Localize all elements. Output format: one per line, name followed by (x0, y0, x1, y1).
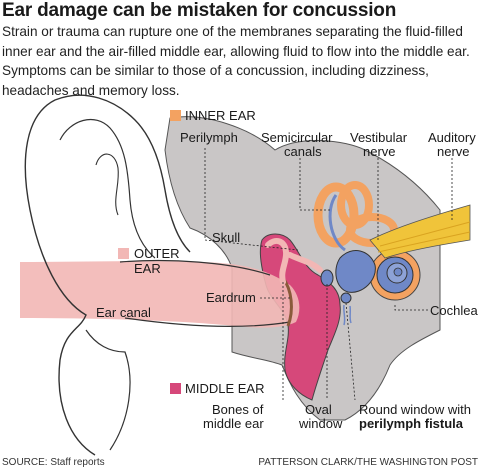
fistula-drips (343, 304, 352, 326)
middle-ear-swatch (170, 383, 181, 394)
inner-canal-blue (328, 194, 346, 252)
outer-ear-swatch (118, 248, 129, 259)
label-auditory-line2: nerve (437, 144, 470, 159)
label-vestibular-line2: nerve (363, 144, 396, 159)
source-note: SOURCE: Staff reports (2, 457, 105, 468)
label-skull: Skull (212, 230, 241, 245)
pinna-inner (59, 118, 156, 259)
label-vestibular-line1: Vestibular (350, 130, 408, 145)
page-title: Ear damage can be mistaken for concussio… (2, 0, 397, 21)
canal-lower-wall (124, 317, 291, 327)
label-perilymph: Perilymph (180, 130, 238, 145)
pinna-helix (95, 153, 119, 216)
label-auditory-line1: Auditory (428, 130, 476, 145)
outer-ear-legend-line2: EAR (134, 261, 161, 276)
pinna-outline (24, 94, 191, 456)
oval-window (320, 269, 334, 287)
earlobe (85, 329, 131, 451)
label-oval-line2: window (299, 416, 343, 431)
label-round-line1: Round window with (359, 402, 472, 417)
credit-line: PATTERSON CLARK/THE WASHINGTON POST (258, 457, 478, 468)
label-semicircular-line2: canals (284, 144, 322, 159)
leader-lines (204, 148, 453, 401)
label-oval-line1: Oval (305, 402, 332, 417)
label-ear-canal: Ear canal (96, 305, 151, 320)
vestibule (335, 250, 376, 293)
label-bones-line2: middle ear (203, 416, 264, 431)
middle-ear-legend: MIDDLE EAR (185, 381, 265, 396)
inner-ear-swatch (170, 110, 181, 121)
label-cochlea: Cochlea (430, 303, 478, 318)
label-bones-line1: Bones of (212, 402, 264, 417)
canal-upper-wall (119, 259, 271, 276)
label-semicircular-line1: Semicircular (261, 130, 333, 145)
ossicles (265, 238, 323, 285)
label-eardrum: Eardrum (206, 290, 256, 305)
intro-text: Strain or trauma can rupture one of the … (2, 24, 470, 98)
outer-ear-legend-line1: OUTER (134, 246, 180, 261)
label-round-line2: perilymph fistula (359, 416, 464, 431)
inner-ear-legend: INNER EAR (185, 108, 256, 123)
round-window (340, 292, 352, 304)
ear-canal-fill (20, 261, 300, 328)
